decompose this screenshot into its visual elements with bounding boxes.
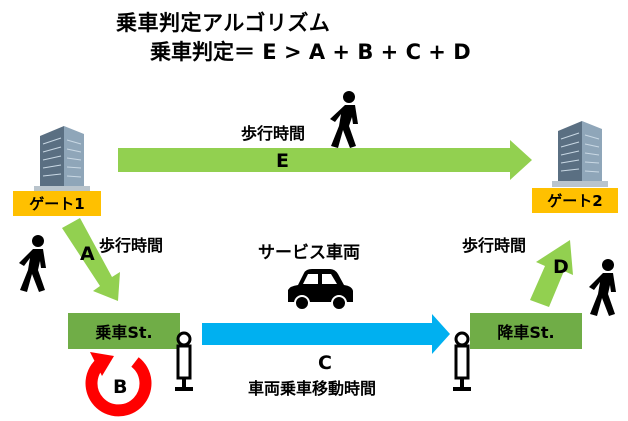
label-walk-a: 歩行時間 [99, 236, 164, 255]
car-icon [288, 269, 353, 311]
building-icon [34, 126, 90, 192]
label-walk-d: 歩行時間 [462, 236, 527, 255]
diagram-title: 乗車判定アルゴリズム [116, 11, 331, 35]
walking-person-icon [19, 235, 46, 292]
circular-arrow-icon [85, 352, 152, 417]
arrow-a [62, 218, 120, 301]
boarding-station: 乗車St. [68, 313, 180, 349]
building-icon [552, 121, 608, 187]
station-pole-icon [175, 331, 193, 391]
label-ride-c: 車両乗車移動時間 [248, 379, 377, 398]
gate-1: ゲート1 [13, 191, 101, 216]
letter-a: A [80, 243, 95, 265]
walking-person-icon [589, 259, 616, 316]
walking-person-icon [330, 91, 358, 148]
station-pole-icon [453, 331, 471, 391]
gate-2: ゲート2 [532, 188, 618, 213]
letter-b: B [113, 376, 128, 398]
label-walk-e: 歩行時間 [241, 124, 306, 143]
alighting-station: 降車St. [470, 313, 582, 349]
boarding-formula: 乗車判定＝ E > A + B + C + D [150, 40, 471, 64]
letter-c: C [318, 352, 332, 374]
service-vehicle-label: サービス車両 [258, 243, 360, 263]
arrow-d [530, 240, 573, 307]
letter-d: D [553, 256, 569, 278]
arrow-c [202, 314, 450, 354]
arrow-e [118, 140, 532, 180]
letter-e: E [276, 150, 289, 172]
